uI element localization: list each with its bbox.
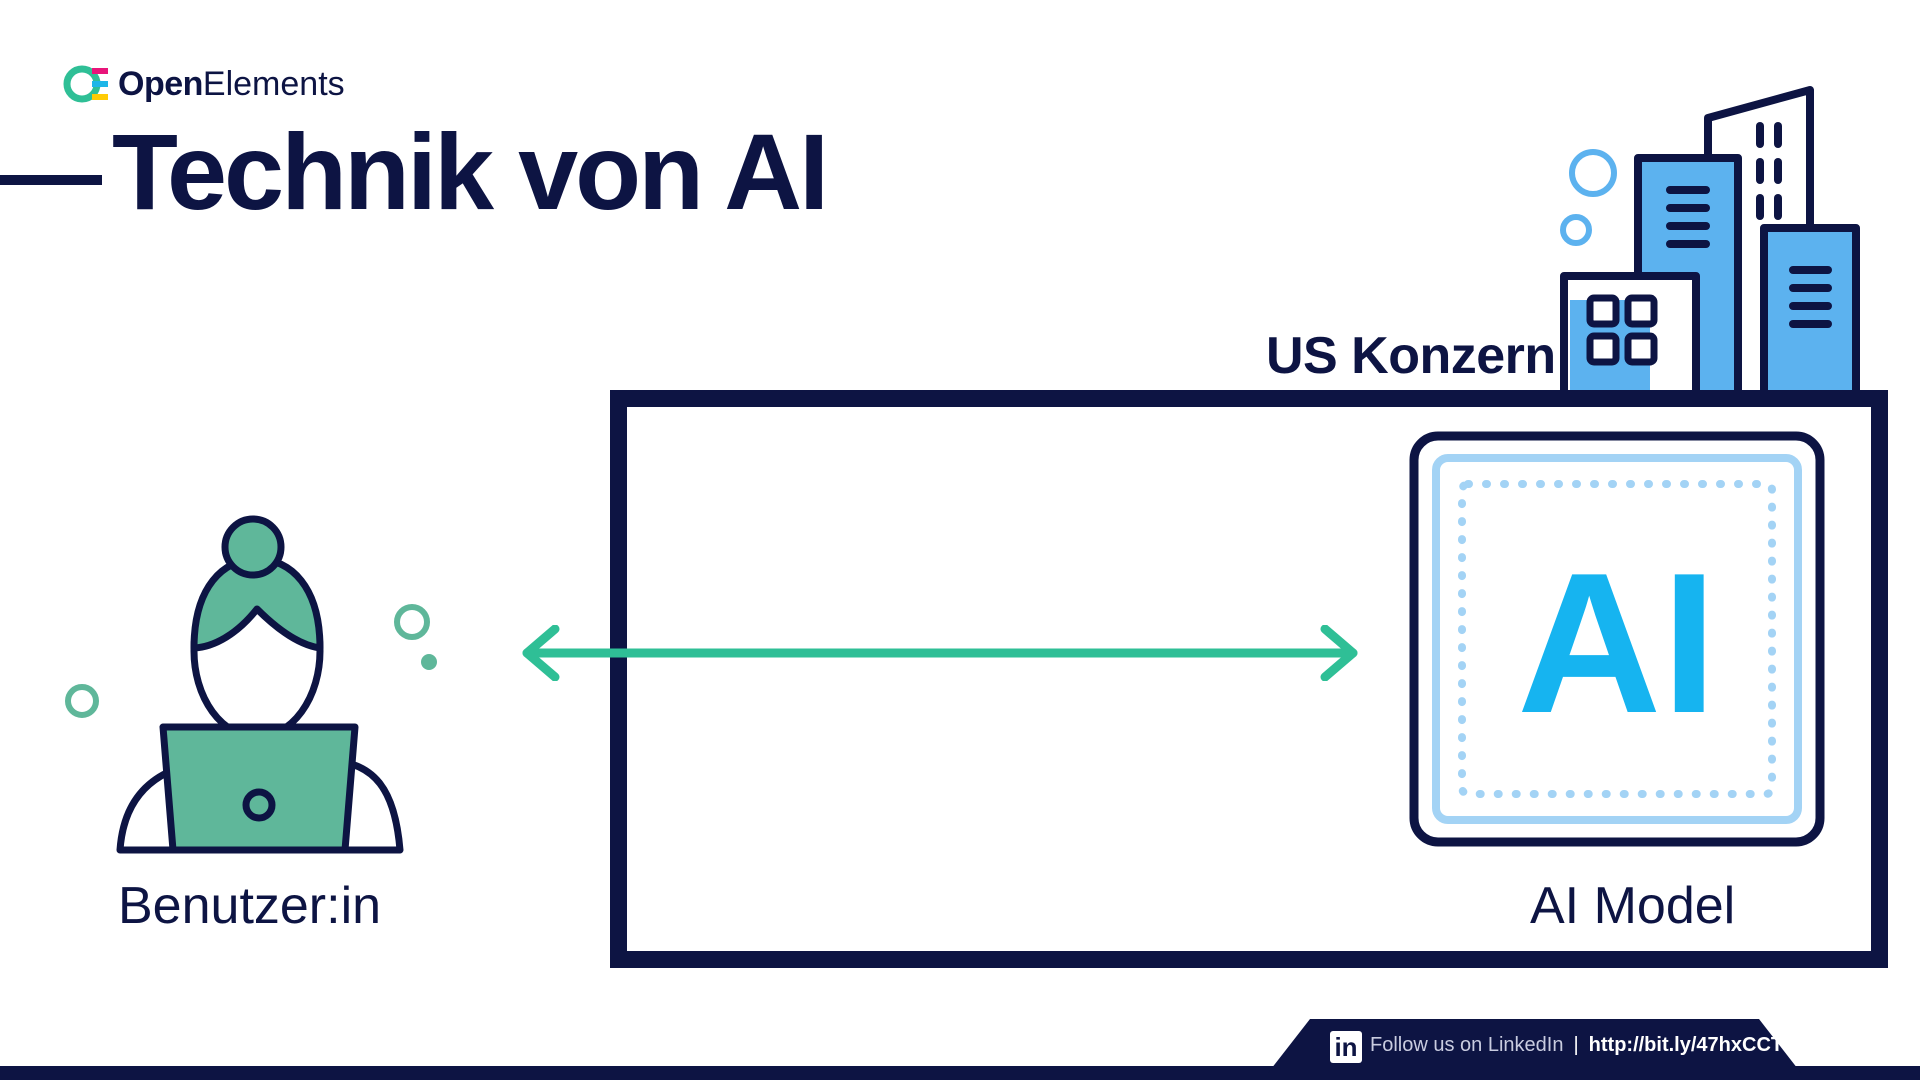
double-arrow-icon xyxy=(522,625,1358,681)
footer-separator: | xyxy=(1573,1034,1579,1056)
logo: Open Elements xyxy=(62,62,345,106)
page-title: Technik von AI xyxy=(112,111,829,232)
company-label: US Konzern xyxy=(1266,327,1556,385)
ai-chip-icon: AI xyxy=(1409,431,1825,847)
title-rule xyxy=(0,175,102,185)
follow-text: Follow us on LinkedIn xyxy=(1370,1034,1564,1056)
company-box xyxy=(610,390,1888,968)
logo-elements-text: Elements xyxy=(202,64,345,103)
person-with-laptop-icon xyxy=(65,515,437,854)
model-label: AI Model xyxy=(1530,877,1736,935)
ai-chip-text: AI xyxy=(1517,532,1717,755)
footer-text: Follow us on LinkedIn | http://bit.ly/47… xyxy=(1370,1034,1783,1057)
logo-open-text: Open xyxy=(118,64,203,103)
footer-badge xyxy=(1268,1019,1801,1073)
linkedin-icon[interactable]: in xyxy=(1330,1031,1362,1063)
user-label: Benutzer:in xyxy=(118,877,382,935)
footer-link[interactable]: http://bit.ly/47hxCCT xyxy=(1588,1034,1784,1056)
open-elements-logo-icon xyxy=(63,65,108,103)
city-buildings-icon xyxy=(1560,86,1860,398)
